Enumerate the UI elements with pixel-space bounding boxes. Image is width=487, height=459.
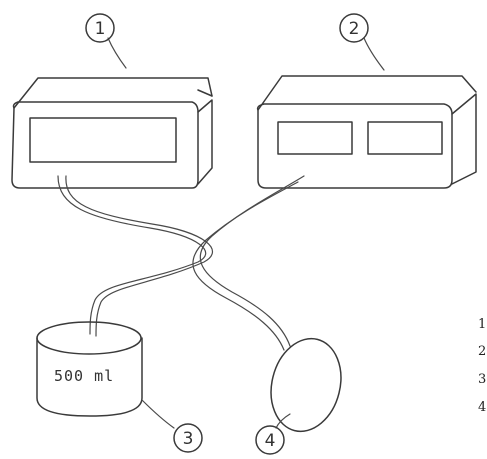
- bulb-4: [270, 337, 342, 433]
- callout-3-number: 3: [183, 429, 194, 449]
- bulb: [270, 337, 342, 433]
- callout-2-leader: [363, 37, 385, 71]
- device-1-top-face: [13, 77, 213, 109]
- device-2-display-window-right: [367, 121, 443, 155]
- callout-3-circle: [173, 423, 203, 453]
- device-1-front-face: [11, 101, 199, 189]
- device-1-single-display: [11, 77, 213, 189]
- container-volume-label: 500 ml: [54, 367, 114, 385]
- container-3: 500 ml: [36, 321, 143, 417]
- device-2-top-face: [257, 75, 477, 111]
- callout-1: 1: [85, 13, 115, 43]
- tube-from-device-1: [57, 175, 207, 335]
- legend-number-1: 1: [478, 317, 486, 332]
- tubing: [57, 175, 305, 351]
- device-2-display-window-left: [277, 121, 353, 155]
- device-1-top-edge: [197, 89, 213, 97]
- device-2-front-face: [256, 103, 453, 189]
- callout-1-circle: [85, 13, 115, 43]
- callout-2-number: 2: [349, 19, 360, 39]
- device-1-display-window: [29, 117, 177, 163]
- tube-from-device-2: [192, 181, 299, 351]
- device-2-side-face: [451, 93, 477, 185]
- callout-1-leader: [107, 37, 127, 69]
- callout-4-circle: [255, 425, 285, 455]
- legend: 1 2 3 4: [478, 317, 486, 415]
- callout-2: 2: [339, 13, 369, 43]
- container-body: [36, 337, 143, 417]
- callout-4-number: 4: [265, 431, 276, 451]
- legend-number-2: 2: [478, 344, 486, 359]
- callout-3: 3: [173, 423, 203, 453]
- tube-from-device-2-edge: [199, 175, 305, 347]
- callout-1-number: 1: [95, 19, 106, 39]
- device-2-dual-display: [256, 75, 477, 189]
- container-top: [36, 321, 142, 355]
- callout-3-leader: [141, 399, 175, 429]
- callout-2-circle: [339, 13, 369, 43]
- device-1-side-face: [197, 99, 213, 185]
- legend-number-4: 4: [478, 400, 486, 415]
- callout-4: 4: [255, 425, 285, 455]
- legend-number-3: 3: [478, 372, 486, 387]
- tube-from-device-1-edge: [65, 175, 214, 337]
- callout-4-leader: [275, 413, 291, 429]
